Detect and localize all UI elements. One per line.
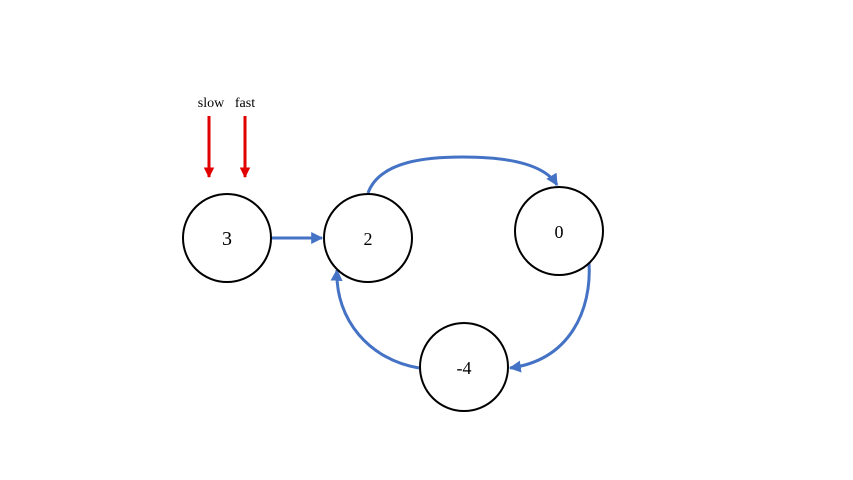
- node-2-value: 2: [364, 229, 373, 249]
- fast-pointer-label: fast: [235, 96, 255, 111]
- node-3: 3: [182, 193, 272, 283]
- node-minus4-circle: [419, 322, 509, 412]
- edge-2-to-0: [366, 155, 559, 194]
- edge-0-to-minus4: [508, 261, 591, 373]
- node-0-value: 0: [555, 222, 564, 242]
- node-0-circle: [514, 186, 604, 276]
- node-0: 0: [514, 186, 604, 276]
- node-3-value: 3: [222, 228, 232, 250]
- slow-pointer-label: slow: [198, 96, 225, 111]
- node-2: 2: [323, 193, 413, 283]
- node-3-circle: [182, 193, 272, 283]
- node-2-circle: [323, 193, 413, 283]
- node-minus4: -4: [419, 322, 509, 412]
- node-minus4-value: -4: [457, 358, 472, 378]
- edge-minus4-to-2: [330, 268, 420, 370]
